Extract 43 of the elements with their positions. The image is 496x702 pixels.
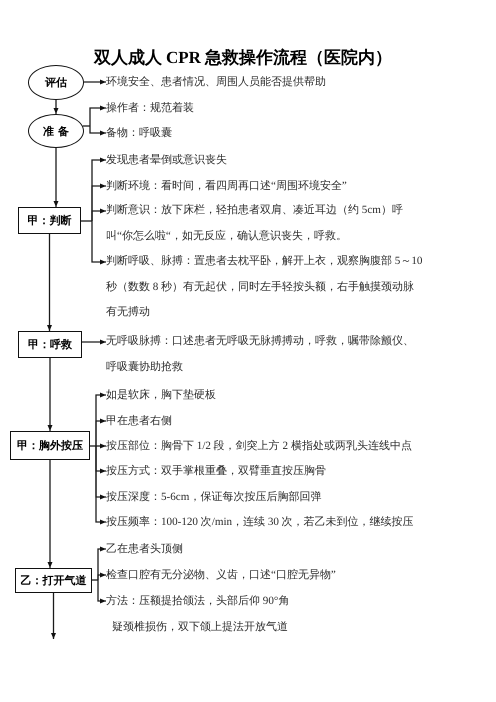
step-box: 甲：判断 [18,207,81,234]
arrow [95,446,106,524]
arrow [89,106,106,126]
step-text: 环境安全、患者情况、周围人员能否提供帮助 [106,74,326,90]
step-box: 乙：打开气道 [15,568,92,593]
step-text: 备物：呼吸囊 [106,126,172,140]
step-text: 判断环境：看时间，看四周再口述“周围环境安全” [106,178,347,194]
step-text: 方法：压额提拾颌法，头部后仰 90°角 [106,594,290,608]
arrow [82,340,106,344]
arrow [54,100,58,114]
note-text: 疑颈椎损伤，双下颌上提法开放气道 [112,620,288,634]
arrow [84,80,106,84]
arrow [89,126,106,136]
step-text: 操作者：规范着装 [106,100,194,116]
arrow [91,221,106,264]
step-ellipse: 评估 [28,65,84,100]
step-text: 按压深度：5-6cm，保证每次按压后胸部回弹 [106,490,322,504]
step-text: 发现患者晕倒或意识丧失 [106,152,227,168]
step-box: 甲：胸外按压 [10,431,90,460]
arrow [96,444,106,448]
step-ellipse: 准 备 [28,114,84,148]
title: 双人成人 CPR 急救操作流程（医院内） [94,47,392,69]
arrow [54,148,58,207]
arrow [48,460,52,568]
arrow [48,358,52,431]
step-text: 按压频率：100-120 次/min，连续 30 次，若乙未到位，继续按压 [106,514,414,530]
arrow [95,418,106,446]
step-text: 按压部位：胸骨下 1/2 段，剑突上方 2 横指处或两乳头连线中点 [106,438,412,454]
step-box: 甲：呼救 [18,331,82,358]
step-text: 甲在患者右侧 [106,414,172,428]
arrow [97,580,106,604]
step-text: 如是软床，胸下垫硬板 [106,388,216,402]
arrow [91,208,106,221]
bracket-line [81,220,92,222]
arrow [47,234,52,331]
arrow [97,572,106,580]
arrow [51,593,56,639]
step-text: 判断意识：放下床栏，轻拍患者双肩、凑近耳边（约 5cm）呼叫“你怎么啦“，如无反应，确认意识丧失，呼救。 [106,198,420,250]
step-text: 无呼吸脉搏：口述患者无呼吸无脉搏搏动，呼救，嘱带除颤仪、呼吸囊协助抢救 [106,329,420,380]
step-text: 判断呼吸、脉搏：置患者去枕平卧，解开上衣，观察胸腹部 5～10 秒（数数 8 秒）有无起伏，同时左手轻按头额，右手触摸颈动脉有无搏动 [106,249,424,326]
step-text: 乙在患者头顶侧 [106,542,183,556]
step-text: 检查口腔有无分泌物、义齿，口述“口腔无异物” [106,568,336,582]
step-text: 按压方式：双手掌根重叠，双臂垂直按压胸骨 [106,464,326,478]
